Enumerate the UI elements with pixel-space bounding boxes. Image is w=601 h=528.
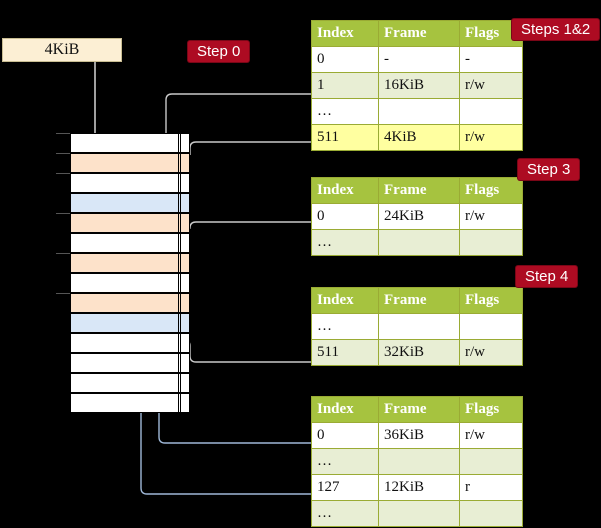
source-frame-label: 4KiB xyxy=(44,41,80,58)
memory-row-tick xyxy=(56,253,70,254)
table-cell: 36KiB xyxy=(378,422,460,449)
table-cell: 24KiB xyxy=(378,203,460,230)
table-cell: 1 xyxy=(311,72,379,99)
table-cell: r/w xyxy=(459,124,523,151)
memory-frame-row xyxy=(70,253,190,273)
table-cell: … xyxy=(311,313,379,340)
table-cell: … xyxy=(311,500,379,527)
wire-step3 xyxy=(177,221,311,289)
table-cell xyxy=(459,313,523,340)
memory-frame-row xyxy=(70,233,190,253)
table-row[interactable]: … xyxy=(311,500,523,527)
memory-frame-row xyxy=(70,213,190,233)
memory-row-tick xyxy=(56,133,70,134)
memory-row-divider xyxy=(180,133,181,414)
wire-step4 xyxy=(176,316,311,363)
table-cell: … xyxy=(311,229,379,256)
step-badge-step-4: Step 4 xyxy=(516,266,578,287)
source-frame-box: 4KiB xyxy=(2,38,122,62)
table-cell: - xyxy=(459,46,523,73)
column-header-frame: Frame xyxy=(378,20,460,47)
table-cell: … xyxy=(311,98,379,125)
table-cell: - xyxy=(378,46,460,73)
memory-frame-row xyxy=(70,133,190,153)
memory-row-tick xyxy=(56,293,70,294)
table-cell xyxy=(459,500,523,527)
column-header-flags: Flags xyxy=(459,287,523,314)
table-row[interactable]: 0-- xyxy=(311,46,523,73)
table-cell: 127 xyxy=(311,474,379,501)
memory-frame-row xyxy=(70,313,190,333)
table-cell: 16KiB xyxy=(378,72,460,99)
table-cell xyxy=(378,500,460,527)
column-header-index: Index xyxy=(311,177,379,204)
memory-frame-row xyxy=(70,193,190,213)
column-header-index: Index xyxy=(311,396,379,423)
step-badge-steps-1-2: Steps 1&2 xyxy=(512,19,600,40)
table-row[interactable]: … xyxy=(311,98,523,125)
table-cell xyxy=(378,448,460,475)
column-header-flags: Flags xyxy=(459,177,523,204)
memory-frame-row xyxy=(70,293,190,313)
memory-frame-row xyxy=(70,373,190,393)
memory-frame-row xyxy=(70,273,190,293)
table-cell: r/w xyxy=(459,422,523,449)
memory-row-tick xyxy=(56,173,70,174)
column-header-index: Index xyxy=(311,20,379,47)
table-cell: 511 xyxy=(311,124,379,151)
table-cell: 0 xyxy=(311,422,379,449)
table-cell xyxy=(459,98,523,125)
memory-frame-row xyxy=(70,333,190,353)
table-row[interactable]: … xyxy=(311,313,523,340)
table-row[interactable]: … xyxy=(311,448,523,475)
column-header-flags: Flags xyxy=(459,396,523,423)
table-cell: 0 xyxy=(311,46,379,73)
table-cell: 511 xyxy=(311,339,379,366)
column-header-frame: Frame xyxy=(378,287,460,314)
table-cell: … xyxy=(311,448,379,475)
table-cell: r/w xyxy=(459,72,523,99)
step-badge-step-3: Step 3 xyxy=(518,159,580,180)
memory-frame-row xyxy=(70,393,190,413)
step-badge-step-0: Step 0 xyxy=(188,41,250,62)
column-header-frame: Frame xyxy=(378,396,460,423)
table-cell xyxy=(459,448,523,475)
memory-frame-row xyxy=(70,353,190,373)
table-cell: r/w xyxy=(459,339,523,366)
table-cell: 4KiB xyxy=(378,124,460,151)
table-cell: r xyxy=(459,474,523,501)
memory-frame-row xyxy=(70,173,190,193)
table-cell: r/w xyxy=(459,203,523,230)
table-cell: 32KiB xyxy=(378,339,460,366)
table-cell xyxy=(378,313,460,340)
table-cell: 12KiB xyxy=(378,474,460,501)
table-cell xyxy=(378,229,460,256)
column-header-frame: Frame xyxy=(378,177,460,204)
memory-row-tick xyxy=(56,213,70,214)
memory-column-divider xyxy=(178,133,179,414)
physical-memory-column xyxy=(70,133,190,414)
table-cell: 0 xyxy=(311,203,379,230)
table-row[interactable]: … xyxy=(311,229,523,256)
table-cell xyxy=(459,229,523,256)
table-cell xyxy=(378,98,460,125)
column-header-index: Index xyxy=(311,287,379,314)
memory-row-tick xyxy=(56,153,70,154)
memory-frame-row xyxy=(70,153,190,173)
